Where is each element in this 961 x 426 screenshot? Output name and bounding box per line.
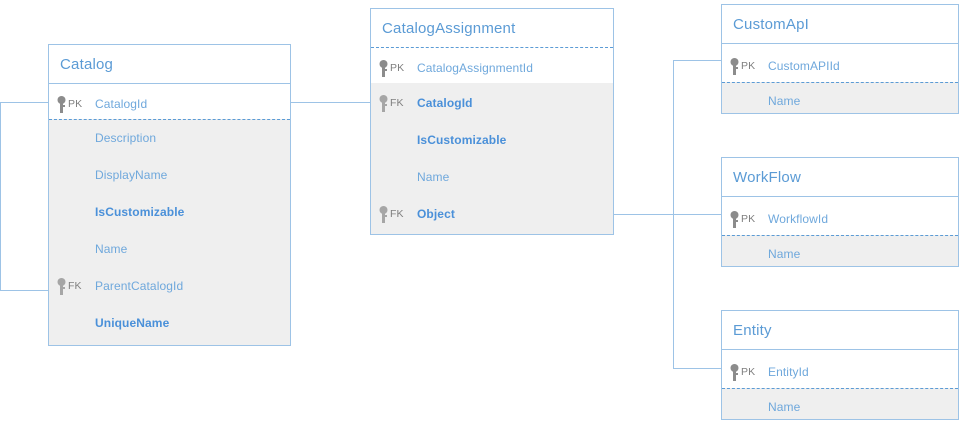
- table-catalog[interactable]: Catalog PK CatalogId Descripti: [48, 44, 291, 346]
- key-icon: [57, 95, 66, 113]
- field-row[interactable]: PK CustomAPIId: [722, 51, 958, 81]
- field-row[interactable]: Name: [722, 86, 958, 116]
- table-workflow-pk-separator: [722, 235, 958, 236]
- key-icon: [57, 277, 66, 295]
- field-name: Description: [95, 131, 157, 145]
- key-tag: PK: [741, 365, 756, 378]
- field-name: Name: [417, 170, 450, 184]
- field-row[interactable]: PK WorkflowId: [722, 204, 958, 234]
- table-catalogassignment-title-rule: [371, 47, 613, 48]
- field-row[interactable]: Name: [371, 162, 613, 192]
- connector-catalog-self-left: [0, 102, 1, 291]
- key-icon-slot: PK: [371, 59, 417, 77]
- table-catalog-pk-separator: [49, 119, 290, 120]
- field-name: Name: [768, 94, 801, 108]
- connector-catalog-to-catalogassignment: [290, 102, 370, 103]
- field-name: WorkflowId: [768, 212, 829, 226]
- key-tag: PK: [741, 212, 756, 225]
- field-name: CatalogAssignmentId: [417, 61, 533, 75]
- table-catalogassignment-title-text: CatalogAssignment: [382, 19, 516, 37]
- field-name: CatalogId: [417, 96, 473, 110]
- table-catalog-title-rule: [49, 83, 290, 84]
- workflow-shaded-region: [722, 235, 958, 266]
- field-row[interactable]: FK Object: [371, 199, 613, 229]
- field-row[interactable]: IsCustomizable: [371, 125, 613, 155]
- key-tag: FK: [68, 279, 82, 292]
- field-name: Name: [95, 242, 128, 256]
- field-name: IsCustomizable: [95, 205, 185, 219]
- field-row[interactable]: PK CatalogId: [49, 89, 290, 119]
- field-name: CatalogId: [95, 97, 148, 111]
- key-icon: [379, 94, 388, 112]
- connector-catalog-self-bottom: [0, 290, 52, 291]
- key-icon-slot: PK: [49, 95, 95, 113]
- field-row[interactable]: IsCustomizable: [49, 197, 290, 227]
- key-icon-slot: FK: [371, 94, 417, 112]
- table-catalogassignment-title: CatalogAssignment: [371, 9, 613, 47]
- field-row[interactable]: Description: [49, 123, 290, 153]
- connector-object-to-customapi: [673, 60, 721, 61]
- table-customapi-pk-separator: [722, 82, 958, 83]
- key-icon-slot: PK: [722, 210, 768, 228]
- table-entity-pk-separator: [722, 388, 958, 389]
- key-icon-slot: FK: [49, 277, 95, 295]
- key-tag: PK: [68, 97, 83, 110]
- table-customapi-title-text: CustomApI: [733, 15, 809, 33]
- field-row[interactable]: DisplayName: [49, 160, 290, 190]
- field-name: IsCustomizable: [417, 133, 507, 147]
- field-name: CustomAPIId: [768, 59, 840, 73]
- table-entity-title: Entity: [722, 311, 958, 349]
- key-icon: [379, 59, 388, 77]
- field-name: DisplayName: [95, 168, 168, 182]
- field-row[interactable]: UniqueName: [49, 308, 290, 338]
- table-entity-title-rule: [722, 349, 958, 350]
- key-tag: PK: [390, 61, 405, 74]
- field-row[interactable]: Name: [722, 392, 958, 422]
- field-row[interactable]: PK EntityId: [722, 357, 958, 387]
- key-icon: [730, 57, 739, 75]
- catalogassignment-shaded-region: [371, 83, 613, 234]
- table-workflow-title-text: WorkFlow: [733, 168, 801, 186]
- connector-object-to-workflow: [673, 214, 721, 215]
- key-tag: FK: [390, 96, 404, 109]
- key-tag: FK: [390, 207, 404, 220]
- connector-catalog-self-top: [0, 102, 52, 103]
- table-customapi[interactable]: CustomApI PK CustomAPIId Name: [721, 4, 959, 114]
- field-row[interactable]: FK CatalogId: [371, 88, 613, 118]
- table-catalog-title: Catalog: [49, 45, 290, 83]
- connector-object-stem: [614, 214, 674, 215]
- field-row[interactable]: PK CatalogAssignmentId: [371, 53, 613, 83]
- field-name: Name: [768, 247, 801, 261]
- key-icon-slot: PK: [722, 57, 768, 75]
- field-row[interactable]: FK ParentCatalogId: [49, 271, 290, 301]
- table-customapi-title: CustomApI: [722, 5, 958, 43]
- field-name: Name: [768, 400, 801, 414]
- table-workflow[interactable]: WorkFlow PK WorkflowId Name: [721, 157, 959, 267]
- key-tag: PK: [741, 59, 756, 72]
- key-icon: [379, 205, 388, 223]
- field-row[interactable]: Name: [49, 234, 290, 264]
- field-row[interactable]: Name: [722, 239, 958, 269]
- table-workflow-title: WorkFlow: [722, 158, 958, 196]
- table-entity-title-text: Entity: [733, 321, 772, 339]
- entity-shaded-region: [722, 388, 958, 419]
- table-catalog-title-text: Catalog: [60, 55, 114, 73]
- field-name: Object: [417, 207, 455, 221]
- catalog-shaded-region: [49, 119, 290, 345]
- key-icon: [730, 210, 739, 228]
- connector-object-to-entity: [673, 368, 721, 369]
- field-name: ParentCatalogId: [95, 279, 184, 293]
- table-catalogassignment[interactable]: CatalogAssignment PK CatalogAssignmentId: [370, 8, 614, 235]
- key-icon-slot: PK: [722, 363, 768, 381]
- table-customapi-title-rule: [722, 43, 958, 44]
- customapi-shaded-region: [722, 82, 958, 113]
- key-icon-slot: FK: [371, 205, 417, 223]
- field-name: UniqueName: [95, 316, 170, 330]
- table-entity[interactable]: Entity PK EntityId Name: [721, 310, 959, 420]
- field-name: EntityId: [768, 365, 809, 379]
- table-workflow-title-rule: [722, 196, 958, 197]
- key-icon: [730, 363, 739, 381]
